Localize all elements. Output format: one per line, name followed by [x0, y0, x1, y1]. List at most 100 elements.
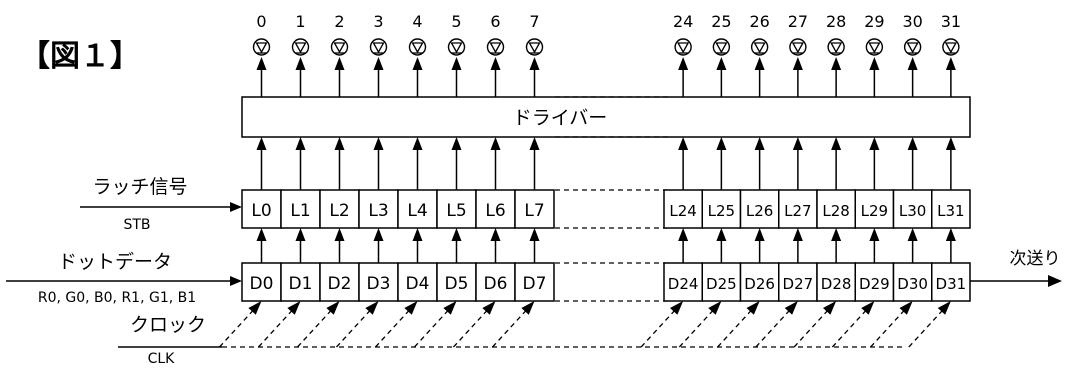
arrow-dot-to-latch-27	[792, 228, 803, 263]
led-triangle-icon	[865, 38, 884, 56]
arrow-driver-to-led-2	[334, 57, 345, 97]
dot-cell: D3	[358, 262, 399, 302]
dot-cell-label: D7	[523, 274, 547, 294]
led-triangle-icon	[789, 38, 807, 56]
arrow-dot-to-latch-6	[490, 228, 501, 263]
dot-cell-label: D5	[445, 274, 469, 294]
led-30: 30	[902, 12, 923, 56]
output-number: 26	[749, 12, 769, 31]
latch-signal-name: STB	[123, 217, 150, 233]
led-triangle-icon	[447, 38, 466, 56]
output-number: 7	[529, 12, 539, 31]
latch-cell: L5	[436, 189, 477, 229]
dot-cell-label: D2	[328, 274, 352, 294]
output-number: 25	[711, 12, 731, 31]
output-number: 30	[902, 12, 922, 31]
latch-cell-label: L29	[861, 202, 888, 220]
clock-line-D7	[492, 301, 535, 348]
arrow-latch-to-driver-4	[412, 137, 423, 190]
arrow-driver-to-led-30	[907, 57, 918, 97]
latch-cell-label: L31	[937, 202, 964, 220]
dot-cell-label: D28	[821, 275, 852, 293]
led-5: 5	[447, 12, 466, 56]
arrow-driver-to-led-29	[869, 57, 880, 97]
arrow-dot-to-latch-2	[334, 228, 345, 263]
dot-cell-label: D4	[406, 274, 430, 294]
arrow-driver-to-led-4	[412, 57, 423, 97]
led-triangle-icon	[330, 38, 349, 56]
arrow-dot-to-latch-26	[754, 228, 765, 263]
led-triangle-icon	[525, 38, 544, 56]
arrow-latch-to-driver-31	[945, 137, 956, 190]
signal-arrows	[256, 57, 956, 263]
led-25: 25	[711, 12, 732, 56]
led-29: 29	[864, 12, 885, 56]
arrow-driver-to-led-6	[490, 57, 501, 97]
latch-cell: L4	[397, 189, 438, 229]
dot-cell: D27	[778, 262, 818, 302]
dot-cell-label: D27	[783, 275, 814, 293]
led-triangle-icon	[252, 38, 271, 56]
latch-cell: L1	[280, 189, 321, 229]
dot-cell: D28	[816, 262, 856, 302]
driver-box	[241, 96, 971, 138]
arrow-dot-to-latch-3	[373, 228, 384, 263]
output-number: 24	[673, 12, 693, 31]
output-number: 29	[864, 12, 884, 31]
latch-cell-label: L30	[899, 202, 926, 220]
arrow-driver-to-led-31	[945, 57, 956, 97]
arrow-latch-to-driver-5	[451, 137, 462, 190]
clock-line-D6	[453, 301, 496, 348]
next-label: 次送り	[1010, 249, 1061, 269]
latch-cell: L6	[475, 189, 516, 229]
output-number: 6	[490, 12, 500, 31]
latch-cell-label: L28	[822, 202, 849, 220]
dot-cell: D30	[892, 262, 933, 302]
clock-lines	[219, 301, 951, 348]
clock-line-D27	[755, 301, 798, 348]
clock-line-D0	[219, 301, 262, 348]
latch-cell-label: L27	[784, 202, 811, 220]
driver-label: ドライバー	[513, 107, 608, 129]
dot-cell-label: D26	[744, 275, 775, 293]
arrow-driver-to-led-1	[295, 57, 306, 97]
led-26: 26	[749, 12, 770, 56]
led-triangle-icon	[942, 38, 960, 56]
clock-line-D5	[414, 301, 457, 348]
led-3: 3	[369, 12, 388, 56]
dot-cell: D6	[475, 262, 516, 302]
led-triangle-icon	[827, 38, 845, 56]
output-number: 1	[295, 12, 305, 31]
arrow-latch-to-driver-24	[678, 137, 689, 190]
latch-cell-label: L25	[708, 202, 735, 220]
dot-cell-label: D31	[936, 275, 967, 293]
arrow-latch-to-driver-28	[831, 137, 842, 190]
latch-cell: L24	[663, 189, 703, 229]
dot-cell-label: D0	[250, 274, 274, 294]
clock-line-D31	[908, 301, 951, 348]
latch-cell: L26	[739, 189, 780, 229]
led-27: 27	[788, 12, 808, 56]
arrow-driver-to-led-25	[716, 57, 727, 97]
led-31: 31	[941, 12, 961, 56]
latch-cell: L28	[816, 189, 856, 229]
clock-line-D4	[375, 301, 418, 348]
clock-line-D30	[870, 301, 913, 348]
latch-cell-label: L1	[290, 201, 310, 221]
led-4: 4	[408, 12, 427, 56]
dot-cell: D2	[319, 262, 360, 302]
latch-cell: L31	[931, 189, 971, 229]
led-2: 2	[330, 12, 349, 56]
arrow-dot-to-latch-5	[451, 228, 462, 263]
output-number: 31	[941, 12, 961, 31]
arrow-dot-to-latch-28	[831, 228, 842, 263]
led-triangle-icon	[712, 38, 731, 56]
arrow-driver-to-led-27	[792, 57, 803, 97]
output-number: 5	[451, 12, 461, 31]
led-triangle-icon	[750, 38, 769, 56]
clock-line-D1	[258, 301, 301, 348]
latch-cell: L3	[358, 189, 399, 229]
